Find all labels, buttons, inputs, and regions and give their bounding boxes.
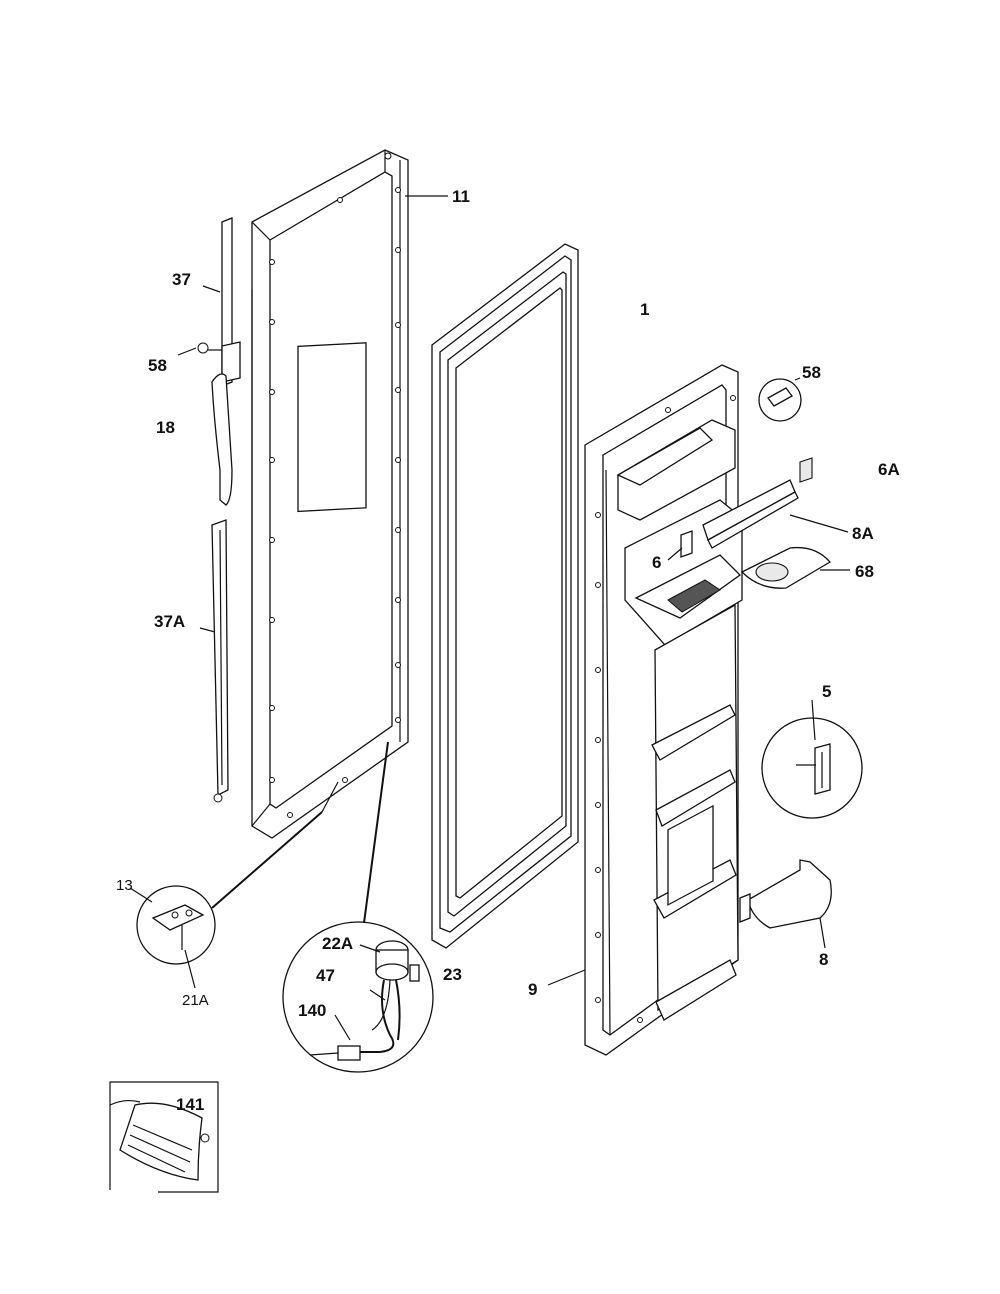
callout-140: 140 (298, 1001, 326, 1020)
callout-22A: 22A (322, 934, 353, 953)
callout-37: 37 (172, 270, 191, 289)
callout-5: 5 (822, 682, 831, 701)
leader-lines (177, 195, 850, 986)
callout-21A: 21A (182, 992, 209, 1009)
callout-11: 11 (452, 187, 470, 206)
callout-58-left: 58 (148, 356, 167, 375)
callout-141: 141 (176, 1095, 204, 1114)
handle-8 (739, 859, 832, 949)
callout-8A: 8A (852, 524, 874, 543)
outer-door-frame (251, 149, 409, 839)
door-gasket (431, 243, 579, 949)
callout-18: 18 (156, 418, 175, 437)
callout-6A: 6A (878, 460, 900, 479)
callout-1: 1 (640, 300, 649, 319)
callout-47: 47 (316, 966, 335, 985)
callout-labels: 1 5 6 6A 8 8A 9 11 13 18 21A 22A 23 37 3… (116, 187, 900, 1114)
callout-13: 13 (116, 877, 133, 894)
callout-58-right: 58 (802, 363, 821, 382)
detail-circle-wiring (282, 741, 434, 1073)
hinge-assembly (197, 217, 241, 803)
callout-23: 23 (443, 965, 462, 984)
detail-circle-13 (129, 781, 339, 989)
label-inset-141 (109, 1081, 219, 1193)
callout-6: 6 (652, 553, 661, 572)
callout-68: 68 (855, 562, 874, 581)
inner-door-liner (584, 364, 743, 1056)
callout-8: 8 (819, 950, 828, 969)
callout-9: 9 (528, 980, 537, 999)
dispenser-small-parts (680, 378, 832, 589)
detail-circle-5 (761, 699, 863, 819)
callout-37A: 37A (154, 612, 185, 631)
